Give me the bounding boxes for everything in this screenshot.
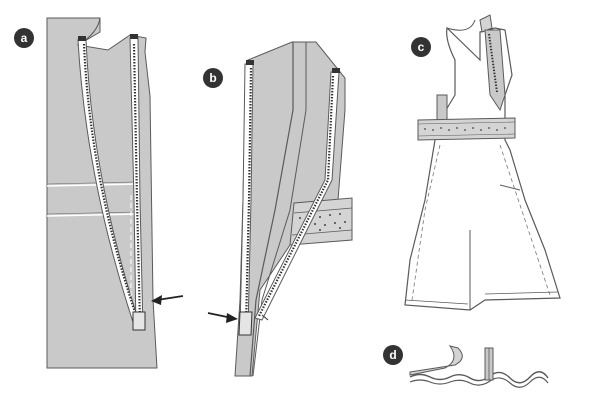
panel-c — [404, 14, 561, 311]
panel-c-badge: c — [411, 37, 431, 57]
panel-a-zipper-teeth-right — [132, 43, 142, 323]
panel-c-waistband — [417, 117, 516, 141]
panel-d-fabric-edge — [409, 371, 549, 384]
panel-b — [207, 41, 353, 377]
panel-b-zipper-top-stop — [246, 60, 254, 65]
panel-a-zipper-teeth-left — [82, 43, 139, 319]
panel-b-zipper-teeth-left — [244, 67, 253, 326]
panel-c-zipper — [488, 33, 498, 93]
panel-c-skirt-seam-left — [411, 144, 441, 301]
panel-c-skirt-seam-right — [499, 144, 551, 296]
svg-text:d: d — [389, 348, 396, 362]
panel-c-neckline — [446, 19, 476, 31]
panel-c-dress-outline — [404, 26, 561, 311]
panel-a-hip-seam — [46, 213, 135, 217]
panel-d-badge: d — [383, 345, 403, 365]
panel-c-side-strip — [436, 94, 448, 121]
panel-b-zipper-pull — [238, 311, 253, 336]
panel-d-fold — [409, 345, 463, 376]
panel-d — [409, 345, 549, 388]
panel-a-zipper-top-stop — [78, 36, 86, 41]
panel-a-waist-seam — [46, 183, 135, 187]
panel-c-shoulder-strap — [479, 14, 493, 33]
panel-c-bodice-panel — [484, 29, 506, 112]
panel-b-arrow — [207, 312, 238, 323]
panel-b-zipper-top-stop-right — [332, 68, 340, 73]
panel-a-zipper-top-stop-right — [130, 34, 138, 39]
panel-c-side-tab — [499, 184, 521, 191]
panel-a-zipper-pull — [132, 311, 146, 331]
svg-text:c: c — [418, 40, 425, 54]
svg-text:b: b — [209, 71, 216, 85]
panel-a-badge: a — [14, 28, 34, 48]
panel-a — [46, 17, 184, 369]
panel-b-badge: b — [203, 68, 223, 88]
panel-b-center-seam — [249, 42, 294, 377]
panel-a-arrow — [151, 295, 184, 305]
svg-text:a: a — [21, 31, 28, 45]
